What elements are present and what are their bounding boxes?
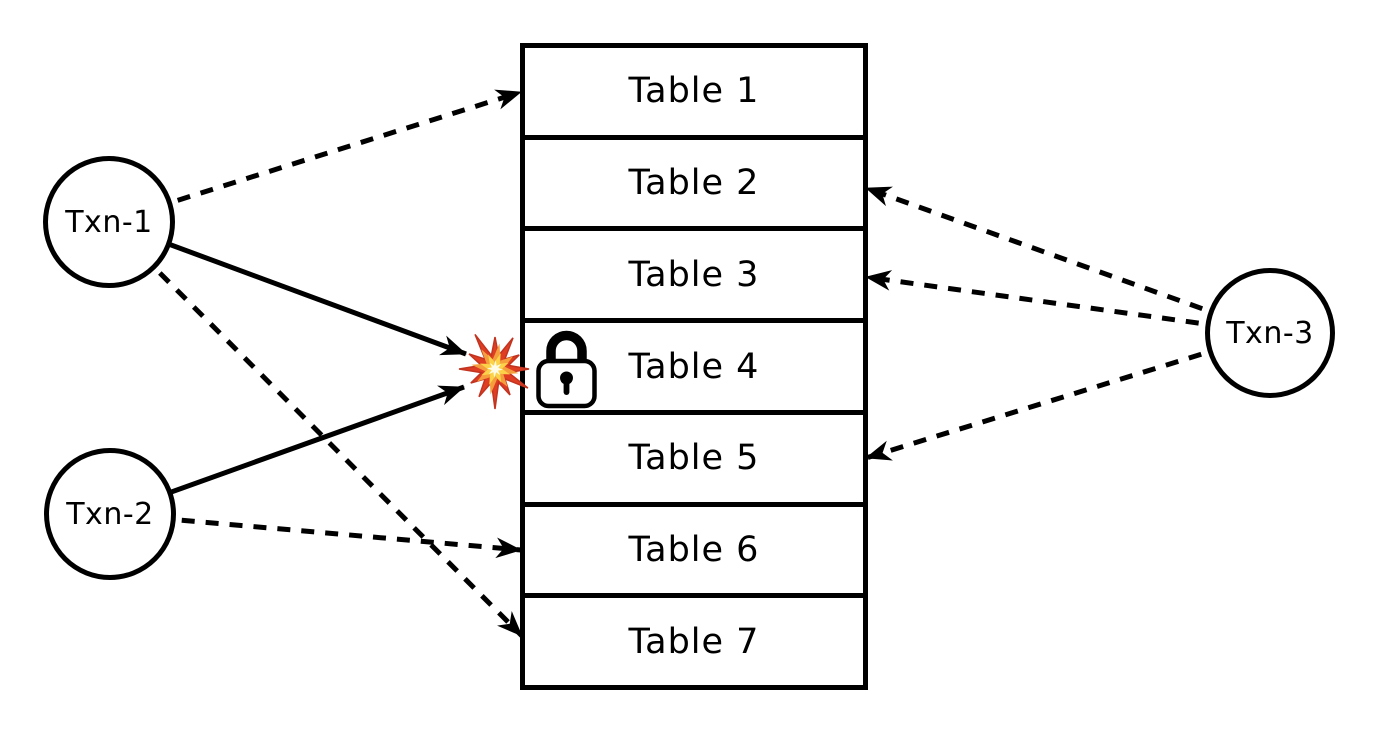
table-row-1: Table 1 xyxy=(525,48,863,140)
table-label: Table 6 xyxy=(628,529,760,570)
edge-txn1-table7 xyxy=(107,220,524,638)
txn-3-label: Txn-3 xyxy=(1226,315,1314,351)
edge-txn2-table6 xyxy=(109,511,522,559)
table-row-5: Table 5 xyxy=(525,415,863,507)
table-row-2: Table 2 xyxy=(525,140,863,232)
table-label: Table 5 xyxy=(628,438,760,479)
txn-3-node: Txn-3 xyxy=(1205,268,1335,398)
table-stack: Table 1 Table 2 Table 3 Table 4 Table 5 … xyxy=(520,43,868,690)
txn-2-node: Txn-2 xyxy=(44,448,176,580)
table-row-3: Table 3 xyxy=(525,231,863,324)
txn-2-label: Txn-2 xyxy=(66,496,154,532)
edge-txn1-table1 xyxy=(108,89,522,225)
edge-txn3-table3 xyxy=(865,270,1271,336)
table-row-6: Table 6 xyxy=(525,507,863,599)
table-label: Table 2 xyxy=(628,163,760,204)
table-label: Table 3 xyxy=(628,254,760,295)
table-label: Table 7 xyxy=(628,621,760,662)
table-row-4-locked: Table 4 xyxy=(525,323,863,415)
txn-1-label: Txn-1 xyxy=(65,204,153,240)
table-label: Table 1 xyxy=(628,71,760,112)
table-row-7: Table 7 xyxy=(525,598,863,685)
table-label: Table 4 xyxy=(628,346,760,387)
txn-1-node: Txn-1 xyxy=(43,156,175,288)
